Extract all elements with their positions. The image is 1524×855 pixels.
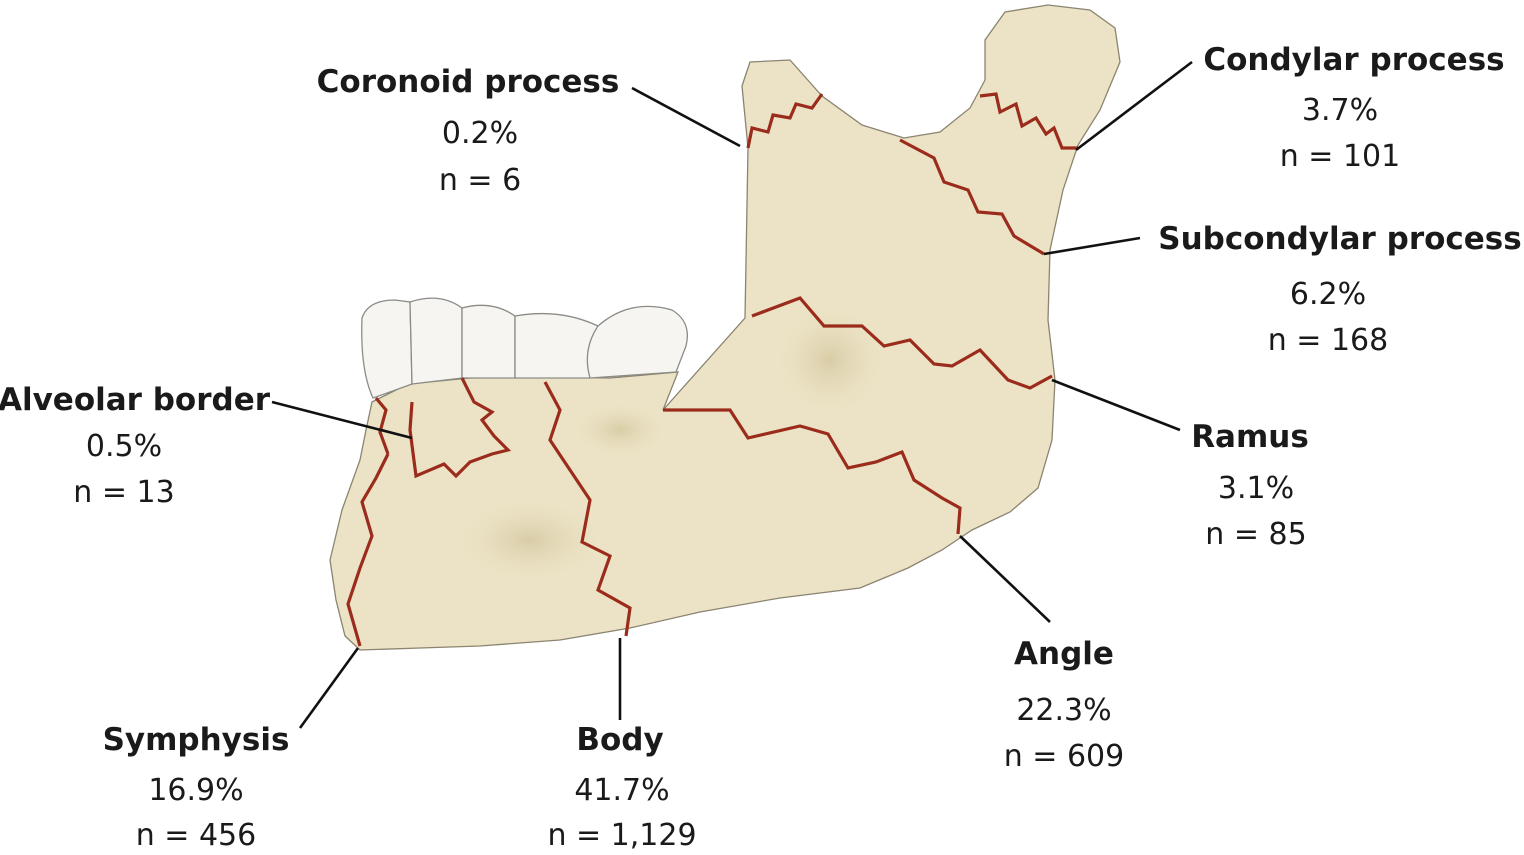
label-body: Body 41.7% n = 1,129 (547, 722, 696, 853)
label-condylar: Condylar process 3.7% n = 101 (1203, 42, 1504, 174)
region-name: Angle (1014, 636, 1114, 672)
region-percent: 41.7% (574, 773, 669, 808)
fracture-coronoid (746, 93, 824, 149)
fracture-symphysis (346, 453, 390, 647)
region-name: Condylar process (1203, 42, 1504, 78)
region-name: Ramus (1191, 419, 1309, 455)
label-ramus: Ramus 3.1% n = 85 (1191, 419, 1309, 552)
region-name: Subcondylar process (1158, 221, 1521, 257)
tooth (514, 312, 599, 379)
region-percent: 6.2% (1290, 277, 1366, 312)
region-count: n = 85 (1205, 517, 1306, 552)
leader-alveolar (271, 400, 413, 440)
leader-lines (271, 60, 1193, 729)
teeth (361, 297, 689, 399)
region-name: Alveolar border (0, 382, 271, 418)
region-count: n = 168 (1268, 323, 1388, 358)
region-percent: 16.9% (148, 773, 243, 808)
region-count: n = 13 (73, 475, 174, 510)
region-count: n = 6 (439, 163, 521, 198)
label-alveolar: Alveolar border 0.5% n = 13 (0, 382, 271, 510)
region-percent: 0.5% (86, 429, 162, 464)
fracture-alveolar (408, 377, 512, 479)
label-subcondylar: Subcondylar process 6.2% n = 168 (1158, 221, 1521, 358)
fracture-lines (346, 92, 1078, 647)
leader-coronoid (631, 86, 741, 148)
region-count: n = 101 (1280, 139, 1400, 174)
label-angle: Angle 22.3% n = 609 (1004, 636, 1124, 774)
leader-subcondylar (1043, 236, 1141, 256)
mandible-bone (329, 4, 1121, 651)
leader-ramus (1051, 378, 1181, 432)
region-count: n = 456 (136, 818, 256, 853)
leader-symphysis (298, 647, 360, 729)
label-coronoid: Coronoid process 0.2% n = 6 (317, 64, 620, 198)
region-percent: 22.3% (1016, 693, 1111, 728)
leader-condylar (1075, 60, 1193, 152)
label-symphysis: Symphysis 16.9% n = 456 (103, 722, 290, 853)
tooth (586, 305, 689, 379)
fracture-ramus (751, 296, 1053, 390)
region-name: Body (576, 722, 663, 758)
region-percent: 3.7% (1302, 93, 1378, 128)
tooth (409, 297, 463, 385)
fracture-alveolar-edge (374, 396, 390, 455)
fracture-subcondylar (899, 138, 1045, 256)
region-name: Coronoid process (317, 64, 620, 100)
fracture-condylar (979, 92, 1078, 150)
fracture-angle (663, 408, 962, 535)
region-name: Symphysis (103, 722, 290, 758)
region-percent: 3.1% (1218, 471, 1294, 506)
fracture-body (543, 381, 632, 637)
tooth (361, 299, 413, 399)
region-percent: 0.2% (442, 116, 518, 151)
leader-angle (959, 535, 1051, 623)
region-count: n = 609 (1004, 739, 1124, 774)
tooth (461, 304, 516, 379)
region-count: n = 1,129 (547, 818, 696, 853)
